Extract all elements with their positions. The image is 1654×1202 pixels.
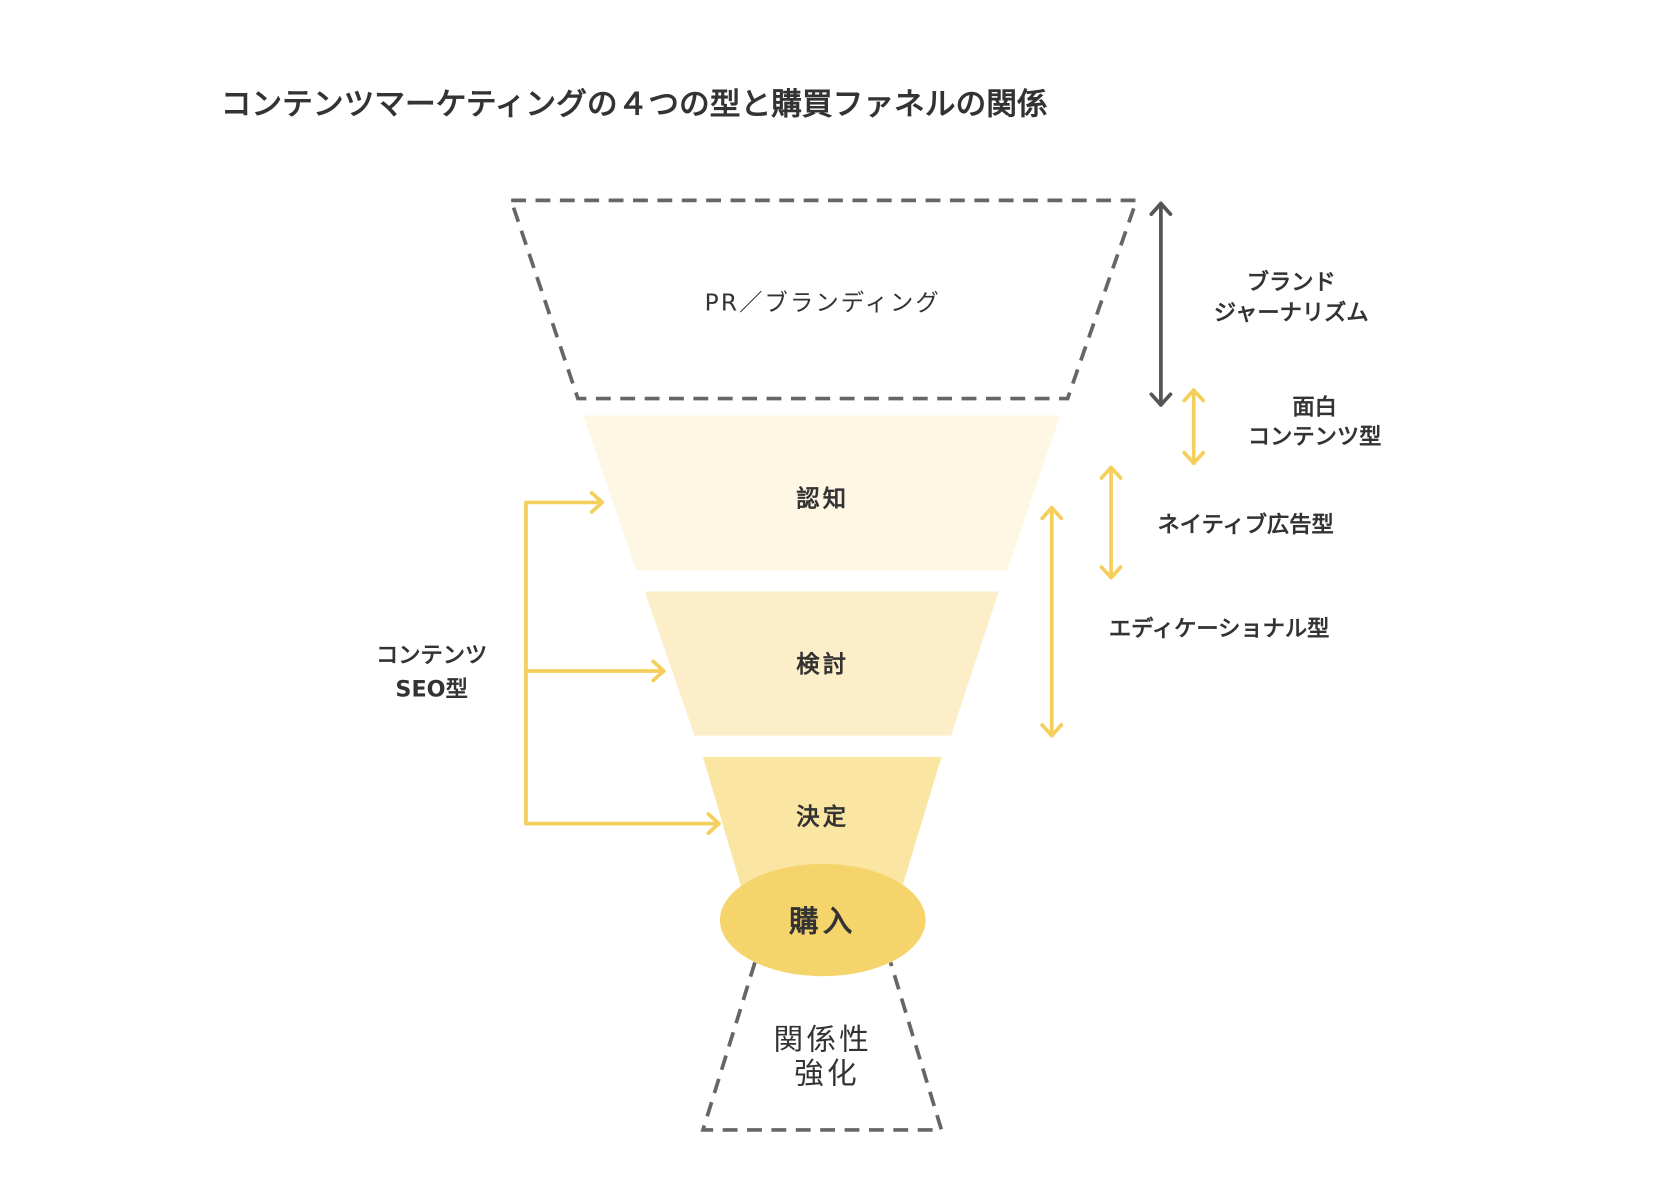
stage-decision-label: 決定 <box>796 803 849 831</box>
brand-journalism-label-2: ジャーナリズム <box>1214 299 1369 326</box>
content-seo-label-2: SEO型 <box>395 676 467 702</box>
relationship-label-1: 関係性 <box>774 1021 873 1056</box>
stage-consideration <box>644 591 999 736</box>
content-seo-bracket <box>524 491 721 835</box>
stage-awareness-label: 認知 <box>796 485 849 513</box>
fun-content-label-2: コンテンツ型 <box>1248 424 1382 450</box>
educational-label: エディケーショナル型 <box>1109 615 1330 642</box>
relationship-stage <box>700 961 944 1132</box>
stage-awareness <box>583 415 1061 571</box>
purchase-ellipse <box>719 863 926 977</box>
relationship-label-2: 強化 <box>794 1055 860 1090</box>
educational-arrow <box>1040 505 1064 738</box>
native-ad-arrow <box>1099 465 1123 580</box>
pr-branding-stage <box>508 198 1140 401</box>
brand-journalism-arrow <box>1149 201 1173 407</box>
stage-consideration-label: 検討 <box>796 650 849 678</box>
fun-content-label-1: 面白 <box>1292 393 1337 420</box>
native-ad-label: ネイティブ広告型 <box>1158 511 1334 538</box>
pr-branding-label: PR／ブランディング <box>705 290 941 317</box>
diagram-title: コンテンツマーケティングの４つの型と購買ファネルの関係 <box>221 86 1048 122</box>
stage-decision <box>702 756 942 891</box>
purchase-label: 購入 <box>789 904 857 939</box>
fun-content-arrow <box>1182 388 1206 466</box>
content-seo-label-1: コンテンツ <box>376 642 487 668</box>
brand-journalism-label-1: ブランド <box>1247 268 1336 295</box>
